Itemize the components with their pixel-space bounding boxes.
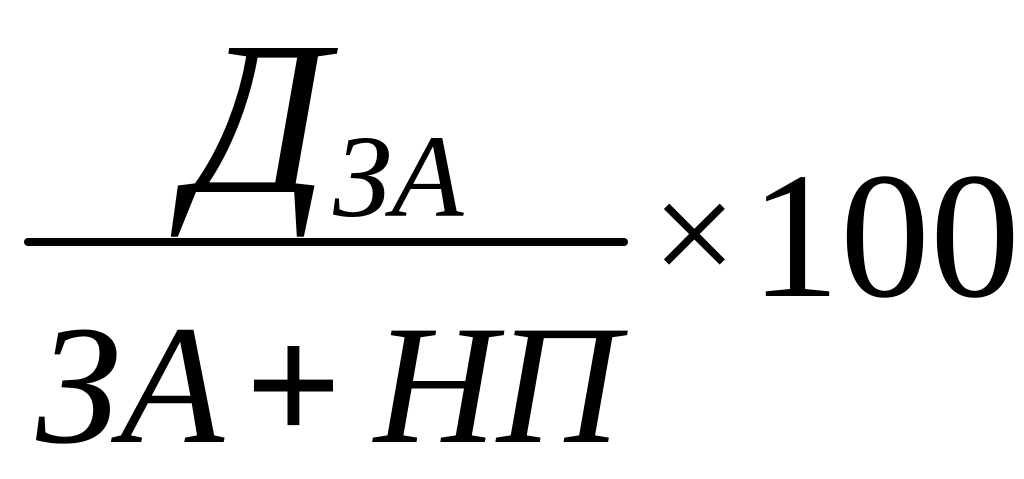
numerator-main: Д: [188, 0, 328, 240]
denominator-term-2: НП: [374, 291, 620, 479]
times-sign: ×: [652, 151, 737, 317]
denominator-plus-sign: +: [245, 291, 342, 479]
multiplier-value: 100: [750, 136, 1020, 335]
denominator-term-1: ЗА: [36, 291, 225, 479]
fraction-line: [24, 238, 628, 246]
numerator-subscript: ЗА: [333, 111, 464, 242]
